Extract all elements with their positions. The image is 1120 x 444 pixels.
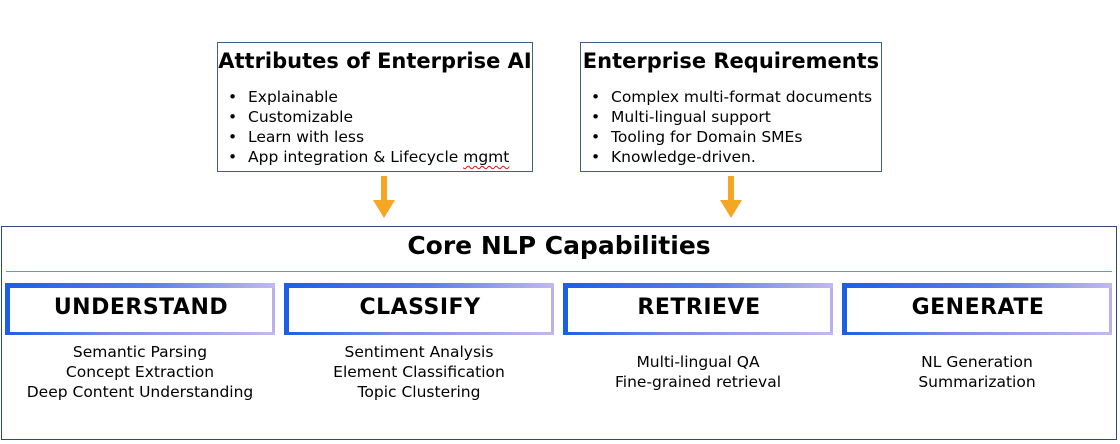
capability-items-classify: Sentiment Analysis Element Classificatio… — [284, 342, 554, 402]
requirements-title: Enterprise Requirements — [582, 49, 880, 73]
capability-label: GENERATE — [911, 295, 1045, 320]
attributes-list: Explainable Customizable Learn with less… — [228, 87, 509, 167]
capability-header-classify: CLASSIFY — [284, 283, 554, 335]
capability-item: Summarization — [918, 373, 1036, 391]
capability-item: Element Classification — [333, 363, 505, 381]
capability-items-retrieve: Multi-lingual QA Fine-grained retrieval — [563, 352, 833, 392]
capability-item: Deep Content Understanding — [26, 383, 254, 401]
capability-items-generate: NL Generation Summarization — [842, 352, 1112, 392]
capability-label: RETRIEVE — [637, 295, 761, 320]
attributes-item: App integration & Lifecycle mgmt — [228, 147, 509, 167]
capability-item: Fine-grained retrieval — [614, 373, 782, 391]
capability-header-retrieve: RETRIEVE — [563, 283, 833, 335]
requirements-item: Complex multi-format documents — [591, 87, 872, 107]
arrow-shaft — [728, 176, 734, 202]
capability-items-understand: Semantic Parsing Concept Extraction Deep… — [5, 342, 275, 402]
requirements-box: Enterprise Requirements Complex multi-fo… — [580, 42, 882, 172]
capability-item: Concept Extraction — [65, 363, 215, 381]
down-arrow-icon — [373, 176, 395, 218]
attributes-item: Customizable — [228, 107, 509, 127]
capability-item: Multi-lingual QA — [636, 353, 760, 371]
attributes-title: Attributes of Enterprise AI — [218, 49, 532, 73]
core-nlp-box: Core NLP Capabilities UNDERSTAND CLASSIF… — [1, 226, 1117, 440]
capability-label: CLASSIFY — [359, 295, 481, 320]
capability-header-generate: GENERATE — [842, 283, 1112, 335]
arrow-head — [373, 200, 395, 218]
requirements-item: Multi-lingual support — [591, 107, 872, 127]
capability-label: UNDERSTAND — [53, 295, 229, 320]
spellcheck-flagged-word: mgmt — [463, 148, 510, 166]
arrow-head — [720, 200, 742, 218]
down-arrow-icon — [720, 176, 742, 218]
requirements-list: Complex multi-format documents Multi-lin… — [591, 87, 872, 167]
capability-item: Semantic Parsing — [72, 343, 208, 361]
attributes-item: Learn with less — [228, 127, 509, 147]
capability-item: NL Generation — [921, 353, 1033, 371]
capability-item: Sentiment Analysis — [344, 343, 494, 361]
attributes-item: Explainable — [228, 87, 509, 107]
capability-item: Topic Clustering — [357, 383, 481, 401]
capability-header-understand: UNDERSTAND — [5, 283, 275, 335]
arrow-shaft — [381, 176, 387, 202]
requirements-item: Knowledge-driven. — [591, 147, 872, 167]
requirements-item: Tooling for Domain SMEs — [591, 127, 872, 147]
attributes-box: Attributes of Enterprise AI Explainable … — [217, 42, 533, 172]
core-divider — [6, 271, 1112, 272]
core-title: Core NLP Capabilities — [407, 231, 711, 260]
